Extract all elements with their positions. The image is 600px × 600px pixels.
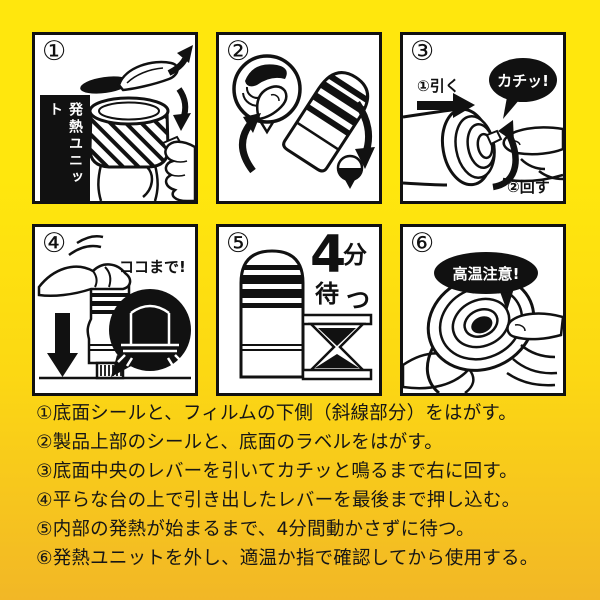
step-panel-2: ② xyxy=(216,32,382,204)
pressing-hand xyxy=(37,263,132,297)
rotate-arrow-right-head xyxy=(355,147,375,169)
pull-label: ①引く xyxy=(417,77,460,95)
touching-finger xyxy=(506,312,563,341)
product-seam xyxy=(241,344,303,351)
lever xyxy=(485,129,503,146)
instruction-line-3: ③底面中央のレバーを引いてカチッと鳴るまで右に回す。 xyxy=(36,461,518,482)
finger-nail xyxy=(514,324,526,332)
pulling-hand xyxy=(164,140,195,201)
wait-verb-2: つ xyxy=(346,286,370,314)
rotate-arrow-right-icon xyxy=(354,101,373,157)
step-panel-1: ① 発熱ユニット xyxy=(32,32,198,204)
wait-minutes-unit: 分 xyxy=(343,241,367,269)
stripe xyxy=(92,301,128,306)
step-number: ④ xyxy=(42,228,67,259)
step-panel-5: ⑤ 4 分 待 つ xyxy=(216,224,382,396)
peel-arrow-up-icon xyxy=(167,57,188,76)
step4-illustration xyxy=(37,235,191,380)
step6-illustration xyxy=(403,274,563,393)
thumb-nail xyxy=(270,93,280,102)
step-number: ③ xyxy=(410,36,435,67)
peeled-film xyxy=(117,60,179,92)
hot-warning-bubble: 高温注意! xyxy=(434,252,538,294)
finger-lines xyxy=(92,266,112,288)
click-bubble: カチッ! xyxy=(489,58,557,102)
hourglass-bottom-bar xyxy=(301,368,373,381)
step-number: ⑤ xyxy=(226,228,251,259)
pull-arrow-head xyxy=(453,93,475,118)
product-stripes xyxy=(241,265,303,308)
product-seam xyxy=(296,121,340,151)
instruction-line-2: ②製品上部のシールと、底面のラベルをはがす。 xyxy=(36,432,443,453)
stripe xyxy=(92,293,128,297)
product-stripes xyxy=(305,72,372,137)
rotate-arrow-left-head xyxy=(243,113,261,133)
closeup-drawing xyxy=(121,304,179,353)
turn-label: ②回す xyxy=(507,178,550,196)
hand-creases xyxy=(170,160,188,177)
down-arrow-shaft xyxy=(55,313,70,353)
cup-rim-inner xyxy=(98,101,160,121)
press-emphasis-marks xyxy=(117,354,183,367)
step-number: ⑥ xyxy=(410,228,435,259)
thumb xyxy=(256,85,288,121)
hourglass-top-bar xyxy=(301,313,373,326)
step2-illustration xyxy=(232,54,375,189)
heating-unit-label: 発熱ユニット xyxy=(40,95,90,201)
peel-arrow-up-head xyxy=(177,45,193,63)
motion-lines xyxy=(68,235,104,257)
step1-illustration xyxy=(67,45,195,201)
step3-illustration xyxy=(403,93,563,191)
step-panel-4: ④ ココまで! xyxy=(32,224,198,396)
wait-verb-1: 待 xyxy=(315,280,339,308)
instruction-line-5: ⑤内部の発熱が始まるまで、4分間動かさずに待つ。 xyxy=(36,519,475,540)
hourglass-sand-top xyxy=(318,328,356,346)
top-seal xyxy=(245,64,287,87)
bottom-seal xyxy=(80,76,130,94)
pinching-finger xyxy=(502,126,563,156)
wait-minutes-number: 4 xyxy=(310,225,347,285)
product-side xyxy=(425,346,441,393)
step-number: ② xyxy=(226,36,251,67)
film-curl-line xyxy=(126,67,164,84)
step-number: ① xyxy=(42,36,67,67)
step-panel-6: ⑥ 高温注意! xyxy=(400,224,566,396)
step5-illustration xyxy=(239,249,373,381)
stripe xyxy=(91,310,129,314)
tilted-product xyxy=(282,71,372,173)
peel-arrow-down-head xyxy=(173,113,191,131)
rotate-arrow-left-icon xyxy=(239,120,256,174)
pull-arrow-shaft xyxy=(417,101,453,110)
seal-ball-shading xyxy=(338,168,362,180)
here-label: ココまで! xyxy=(119,258,186,276)
hourglass-sand-bottom xyxy=(315,354,359,368)
turn-arrow-head xyxy=(498,120,514,142)
instruction-line-6: ⑥発熱ユニットを外し、適温か指で確認してから使用する。 xyxy=(36,548,539,569)
instruction-line-1: ①底面シールと、フィルムの下側（斜線部分）をはがす。 xyxy=(36,403,517,424)
hand-lines xyxy=(506,344,558,387)
bubble-tail xyxy=(111,355,133,377)
step-panel-3: ③ ①引く カチッ! ②回す xyxy=(400,32,566,204)
down-arrow-head xyxy=(47,353,78,377)
instruction-list: ①底面シールと、フィルムの下側（斜線部分）をはがす。 ②製品上部のシールと、底面… xyxy=(36,399,588,573)
instruction-line-4: ④平らな台の上で引き出したレバーを最後まで押し込む。 xyxy=(36,490,521,511)
holding-hand xyxy=(97,164,159,201)
